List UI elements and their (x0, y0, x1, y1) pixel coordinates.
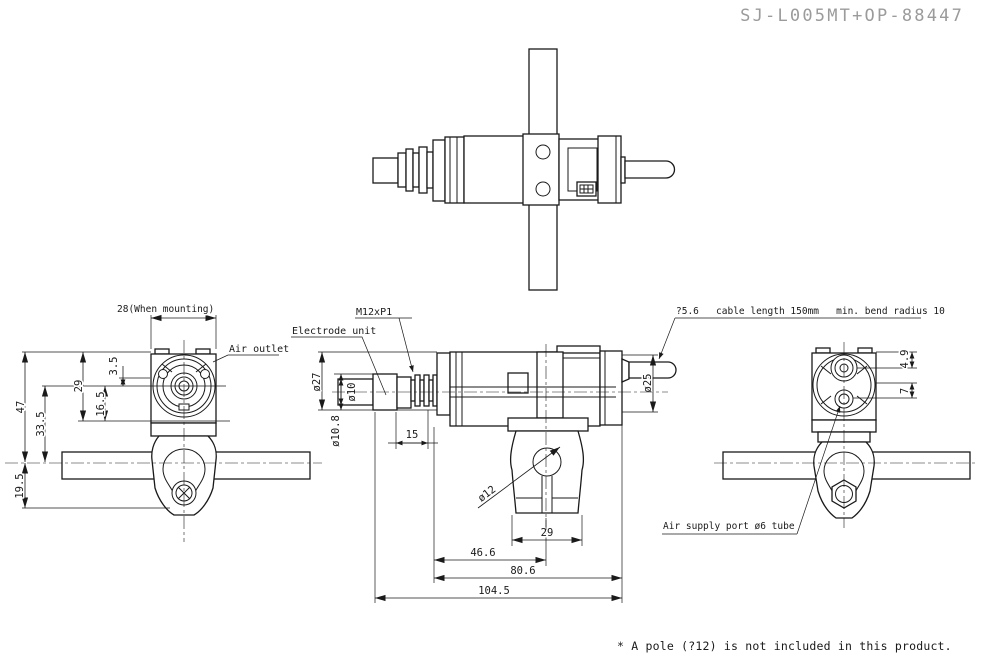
dim-33-5: 33.5 (35, 411, 47, 436)
label-air-outlet: Air outlet (229, 344, 289, 355)
dim-4-9: 4.9 (899, 350, 911, 369)
device-top-view (372, 133, 676, 206)
label-electrode-unit: Electrode unit (292, 326, 376, 337)
pole-hole-dia12 (532, 447, 562, 477)
top-view (372, 48, 676, 291)
footnote: * A pole (?12) is not included in this p… (617, 639, 952, 653)
dim-15: 15 (406, 429, 419, 441)
dim-47: 47 (15, 401, 27, 414)
front-view: 28(When mounting) 47 33.5 29 16.5 3.5 19… (5, 303, 322, 542)
dim-29-side: 29 (541, 527, 554, 539)
device-side-view (337, 345, 677, 514)
side-view-dimensions: Electrode unit M12xP1 ?5.6 cable length … (291, 305, 947, 603)
rear-view: 4.9 7 Air supply port ø6 tube (662, 342, 978, 535)
dim-28-when-mounting: 28(When mounting) (117, 304, 214, 315)
dim-46-6: 46.6 (470, 547, 495, 559)
dim-3-5: 3.5 (108, 357, 120, 376)
label-m12xp1: M12xP1 (356, 307, 392, 318)
dim-16-5: 16.5 (95, 391, 107, 416)
side-view: Electrode unit M12xP1 ?5.6 cable length … (291, 305, 947, 603)
label-cable-spec: ?5.6 cable length 150mm min. bend radius… (676, 306, 945, 317)
pole-clamp-side (507, 417, 589, 514)
cable-top-view (624, 160, 676, 179)
front-view-dimensions: 28(When mounting) 47 33.5 29 16.5 3.5 19… (13, 303, 291, 509)
dim-7: 7 (899, 388, 911, 394)
main-body-side (449, 351, 546, 427)
dim-29-front: 29 (73, 380, 85, 393)
device-front-view (150, 348, 217, 516)
dim-dia12: ø12 (476, 484, 498, 505)
dim-dia27: ø27 (311, 373, 323, 392)
label-air-supply-port: Air supply port ø6 tube (663, 521, 795, 532)
dim-dia10-8: ø10.8 (330, 415, 342, 447)
dim-104-5: 104.5 (478, 585, 510, 597)
dim-19-5: 19.5 (14, 473, 26, 498)
dim-80-6: 80.6 (510, 565, 535, 577)
rear-view-dimensions: 4.9 7 Air supply port ø6 tube (662, 348, 917, 535)
dim-dia10: ø10 (346, 383, 358, 402)
drawing-title: SJ-L005MT+OP-88447 (740, 6, 964, 26)
dim-dia25: ø25 (642, 374, 654, 393)
